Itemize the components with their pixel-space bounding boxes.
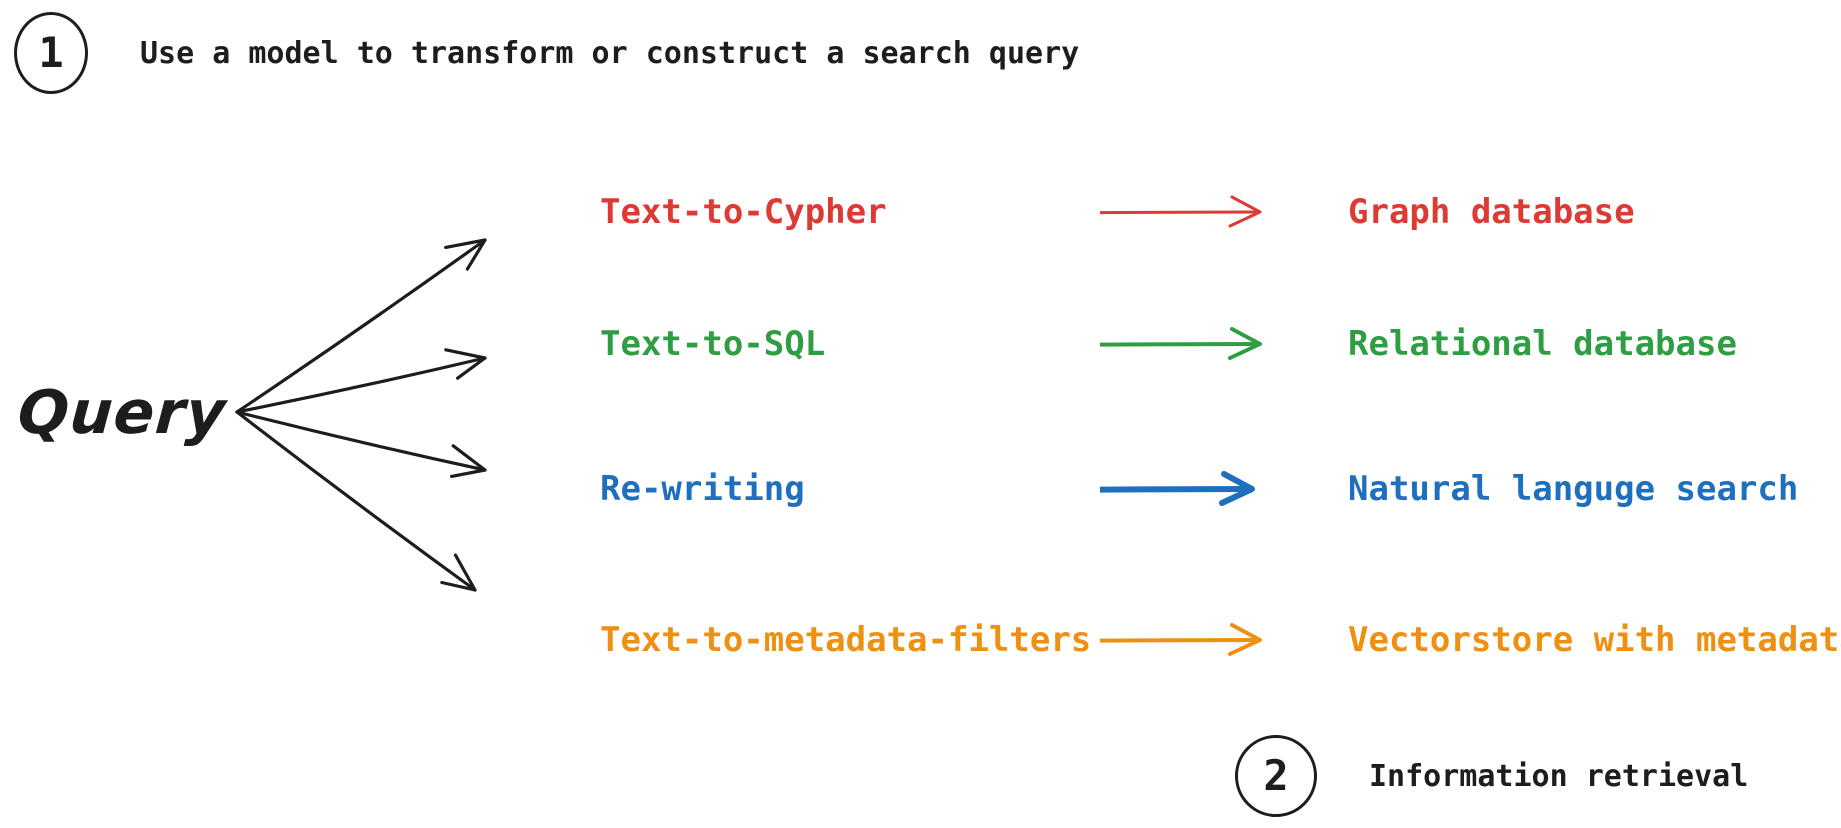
step-number: 2 (1263, 751, 1289, 800)
row-source-label: Re-writing (600, 469, 805, 509)
step-one-badge: 1 Use a model to transform or construct … (14, 12, 1079, 94)
flow-row: Text-to-metadata-filters Vectorstore wit… (0, 612, 1841, 668)
step-number-circle: 1 (14, 12, 88, 94)
flow-row: Text-to-Cypher Graph database (0, 184, 1841, 240)
row-arrow-icon (1100, 195, 1262, 228)
row-arrow-icon (1100, 327, 1262, 360)
row-target-label: Natural languge search (1348, 469, 1799, 509)
step-number-circle: 2 (1235, 735, 1317, 817)
row-source-label: Text-to-Cypher (600, 192, 887, 232)
row-arrow-icon (1100, 623, 1262, 656)
query-label: Query (15, 378, 229, 448)
row-arrow-icon (1100, 471, 1255, 506)
step-number: 1 (38, 28, 64, 77)
row-target-label: Relational database (1348, 324, 1737, 364)
flow-row: Re-writing Natural languge search (0, 461, 1841, 517)
flow-row: Text-to-SQL Relational database (0, 316, 1841, 372)
row-source-label: Text-to-SQL (600, 324, 826, 364)
step-two-badge: 2 Information retrieval (1235, 735, 1748, 817)
step-one-label: Use a model to transform or construct a … (140, 35, 1080, 71)
step-two-label: Information retrieval (1369, 758, 1749, 794)
row-source-label: Text-to-metadata-filters (600, 620, 1092, 660)
query-fan-arrows (235, 238, 487, 592)
row-target-label: Graph database (1348, 192, 1635, 232)
row-target-label: Vectorstore with metadata (1348, 620, 1841, 660)
